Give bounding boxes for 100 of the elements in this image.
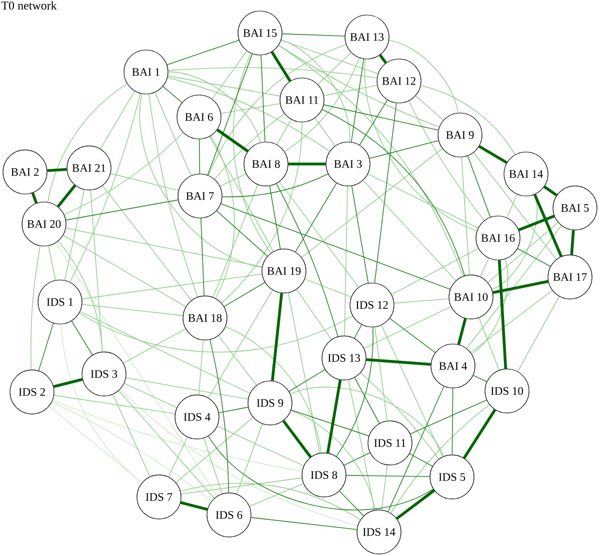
- connector-line: [480, 258, 490, 278]
- connector-line: [415, 95, 444, 121]
- connector-line: [200, 218, 204, 296]
- connector-line: [220, 203, 450, 290]
- connector-line: [279, 181, 359, 288]
- connector-line: [364, 306, 452, 349]
- connector-line: [148, 94, 198, 298]
- connector-line: [168, 76, 280, 96]
- connector-line: [216, 210, 268, 257]
- connector-line: [209, 136, 274, 252]
- connector-line: [236, 424, 263, 494]
- connector-line: [278, 44, 440, 128]
- connector-line: [48, 406, 142, 484]
- connector-line: [38, 322, 54, 372]
- connector-line: [167, 77, 330, 152]
- connector-line: [208, 44, 346, 176]
- connector-line: [354, 377, 380, 424]
- connector-line: [270, 51, 292, 82]
- connector-line: [314, 118, 336, 146]
- connector-line: [139, 93, 262, 268]
- connector-line: [344, 452, 370, 466]
- connector-line: [60, 324, 142, 484]
- connector-line: [216, 426, 304, 466]
- connector-line: [472, 374, 488, 382]
- connector-line: [180, 482, 361, 520]
- connector-line: [517, 248, 551, 267]
- connector-line: [378, 54, 388, 64]
- connector-line: [62, 234, 186, 308]
- connector-line: [461, 156, 470, 276]
- connector-line: [276, 119, 292, 145]
- connector-line: [280, 40, 378, 74]
- connector-line: [324, 84, 378, 96]
- connector-line: [102, 185, 192, 301]
- connector-line: [220, 103, 280, 114]
- connector-line: [391, 248, 479, 295]
- connector-line: [354, 324, 362, 339]
- connector-line: [54, 394, 176, 414]
- connector-line: [52, 401, 212, 502]
- connector-line: [210, 339, 230, 494]
- connector-line: [204, 438, 222, 494]
- connector-line: [198, 138, 200, 174]
- connector-line: [198, 340, 204, 396]
- connector-line: [452, 388, 454, 456]
- connector-line: [154, 92, 192, 176]
- connector-line: [71, 320, 93, 356]
- connector-line: [250, 517, 358, 530]
- connector-line: [473, 152, 557, 260]
- connector-line: [180, 478, 302, 494]
- connector-line: [506, 194, 518, 218]
- connector-line: [296, 288, 332, 340]
- connector-line: [478, 317, 500, 371]
- connector-line: [374, 326, 388, 422]
- connector-line: [301, 148, 443, 258]
- connector-line: [48, 245, 56, 281]
- connector-line: [90, 190, 103, 352]
- connector-line: [126, 377, 248, 400]
- connector-line: [336, 326, 374, 457]
- connector-line: [366, 358, 431, 366]
- connector-line: [360, 372, 440, 460]
- connector-line: [112, 394, 150, 478]
- connector-line: [30, 246, 41, 370]
- connector-line: [216, 128, 249, 152]
- connector-line: [276, 183, 338, 337]
- connector-line: [350, 58, 364, 142]
- connector-line: [118, 390, 215, 499]
- connector-line: [47, 168, 67, 172]
- connector-line: [100, 90, 136, 150]
- connector-line: [381, 464, 388, 510]
- connector-line: [471, 258, 508, 354]
- connector-line: [208, 436, 434, 510]
- connector-line: [31, 192, 38, 204]
- connector-line: [232, 52, 272, 254]
- connector-line: [284, 57, 360, 152]
- connector-line: [295, 182, 337, 252]
- connector-line: [66, 200, 178, 220]
- connector-line: [570, 230, 575, 255]
- connector-line: [278, 44, 464, 277]
- connector-line: [53, 378, 83, 388]
- connector-line: [466, 225, 562, 349]
- connector-line: [64, 189, 85, 281]
- connector-line: [166, 40, 240, 66]
- connector-line: [288, 292, 320, 454]
- connector-line: [368, 173, 478, 229]
- connector-line: [168, 436, 188, 478]
- connector-line: [260, 54, 266, 142]
- connector-line: [47, 83, 128, 202]
- connector-line: [390, 404, 490, 514]
- connector-line: [470, 290, 553, 353]
- connector-line: [80, 311, 250, 394]
- connector-line: [176, 417, 254, 483]
- connector-line: [318, 52, 352, 85]
- connector-line: [388, 386, 444, 512]
- connector-line: [467, 156, 491, 218]
- connector-line: [218, 335, 257, 386]
- connector-line: [212, 184, 258, 298]
- connector-line: [124, 382, 178, 408]
- connector-line: [409, 453, 433, 467]
- connector-line: [212, 50, 248, 100]
- connector-line: [70, 93, 141, 282]
- connector-line: [322, 109, 466, 276]
